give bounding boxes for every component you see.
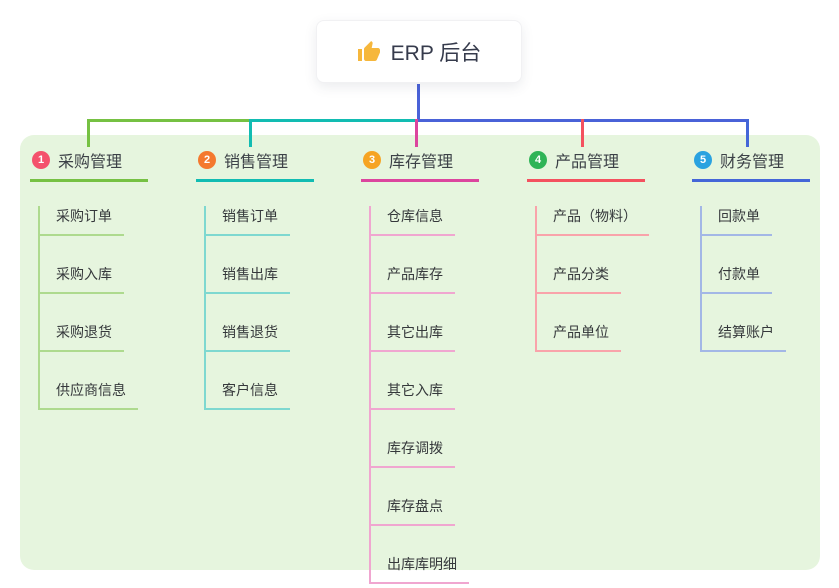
- child-node-label: 产品分类: [537, 264, 621, 294]
- child-node-label: 客户信息: [206, 380, 290, 410]
- child-node[interactable]: 回款单: [702, 206, 839, 236]
- branch-column: 1 采购管理 采购订单采购入库采购退货供应商信息: [30, 146, 190, 410]
- branch-drop-line-5: [746, 119, 749, 147]
- child-node-label: 采购入库: [40, 264, 124, 294]
- child-node-label: 回款单: [702, 206, 772, 236]
- child-node-label: 采购订单: [40, 206, 124, 236]
- branch-column: 3 库存管理 仓库信息产品库存其它出库其它入库库存调拨库存盘点出库库明细: [361, 146, 521, 584]
- branch-drop-line-3: [415, 119, 418, 147]
- child-node-label: 产品库存: [371, 264, 455, 294]
- thumbs-up-icon: [357, 40, 381, 64]
- root-connector-line: [417, 84, 420, 120]
- child-node[interactable]: 结算账户: [702, 322, 839, 352]
- branch-node-label: 产品管理: [555, 154, 620, 171]
- child-node-label: 产品（物料）: [537, 206, 649, 236]
- branch-children: 采购订单采购入库采购退货供应商信息: [38, 206, 190, 410]
- branch-number-badge: 1: [32, 151, 50, 169]
- branch-column: 4 产品管理 产品（物料） 产品分类产品单位: [527, 146, 687, 352]
- child-node-label: 采购退货: [40, 322, 124, 352]
- child-node-label: 销售退货: [206, 322, 290, 352]
- child-node[interactable]: 出库库明细: [371, 554, 521, 584]
- child-node-label: 库存盘点: [371, 496, 455, 526]
- branch-number-badge: 4: [529, 151, 547, 169]
- bus-segment-2: [249, 119, 418, 122]
- branch-node[interactable]: 1 采购管理: [30, 146, 148, 182]
- child-node-label: 销售出库: [206, 264, 290, 294]
- child-node[interactable]: 其它出库: [371, 322, 521, 352]
- child-node-label: 产品单位: [537, 322, 621, 352]
- branch-node[interactable]: 4 产品管理: [527, 146, 645, 182]
- root-node-title: ERP 后台: [390, 41, 482, 65]
- child-node-label: 库存调拨: [371, 438, 455, 468]
- child-node[interactable]: 付款单: [702, 264, 839, 294]
- branch-node-label: 采购管理: [58, 154, 123, 171]
- branch-node-label: 销售管理: [224, 154, 289, 171]
- bus-segment-1: [87, 119, 251, 122]
- child-node[interactable]: 其它入库: [371, 380, 521, 410]
- child-node-label: 出库库明细: [371, 554, 469, 584]
- child-node-label: 供应商信息: [40, 380, 138, 410]
- child-node[interactable]: 客户信息: [206, 380, 356, 410]
- child-node-label: 付款单: [702, 264, 772, 294]
- child-node-label: 结算账户: [702, 322, 786, 352]
- child-node-label: 销售订单: [206, 206, 290, 236]
- branch-node-label: 库存管理: [389, 154, 454, 171]
- branch-children: 产品（物料） 产品分类产品单位: [535, 206, 687, 352]
- child-node[interactable]: 产品（物料）: [537, 206, 687, 236]
- branch-children: 仓库信息产品库存其它出库其它入库库存调拨库存盘点出库库明细: [369, 206, 521, 584]
- child-node[interactable]: 产品分类: [537, 264, 687, 294]
- child-node-label: 其它入库: [371, 380, 455, 410]
- branch-node[interactable]: 5 财务管理: [692, 146, 810, 182]
- branch-node[interactable]: 2 销售管理: [196, 146, 314, 182]
- branch-column: 2 销售管理 销售订单销售出库销售退货客户信息: [196, 146, 356, 410]
- child-node[interactable]: 供应商信息: [40, 380, 190, 410]
- branch-node-label: 财务管理: [720, 154, 785, 171]
- branch-children: 回款单付款单结算账户: [700, 206, 839, 352]
- branch-children: 销售订单销售出库销售退货客户信息: [204, 206, 356, 410]
- branch-drop-line-4: [581, 119, 584, 147]
- child-node[interactable]: 产品单位: [537, 322, 687, 352]
- child-node[interactable]: 采购入库: [40, 264, 190, 294]
- child-node[interactable]: 销售出库: [206, 264, 356, 294]
- child-node[interactable]: 销售退货: [206, 322, 356, 352]
- branch-number-badge: 2: [198, 151, 216, 169]
- branch-number-badge: 5: [694, 151, 712, 169]
- child-node[interactable]: 销售订单: [206, 206, 356, 236]
- child-node[interactable]: 仓库信息: [371, 206, 521, 236]
- child-node[interactable]: 采购退货: [40, 322, 190, 352]
- child-node[interactable]: 产品库存: [371, 264, 521, 294]
- branch-number-badge: 3: [363, 151, 381, 169]
- child-node-label: 其它出库: [371, 322, 455, 352]
- child-node-label: 仓库信息: [371, 206, 455, 236]
- root-node[interactable]: ERP 后台: [316, 20, 522, 83]
- branch-drop-line-1: [87, 119, 90, 147]
- branch-drop-line-2: [249, 119, 252, 147]
- child-node[interactable]: 采购订单: [40, 206, 190, 236]
- child-node[interactable]: 库存调拨: [371, 438, 521, 468]
- branches-background-panel: [20, 135, 820, 570]
- child-node[interactable]: 库存盘点: [371, 496, 521, 526]
- branch-column: 5 财务管理 回款单付款单结算账户: [692, 146, 839, 352]
- branch-node[interactable]: 3 库存管理: [361, 146, 479, 182]
